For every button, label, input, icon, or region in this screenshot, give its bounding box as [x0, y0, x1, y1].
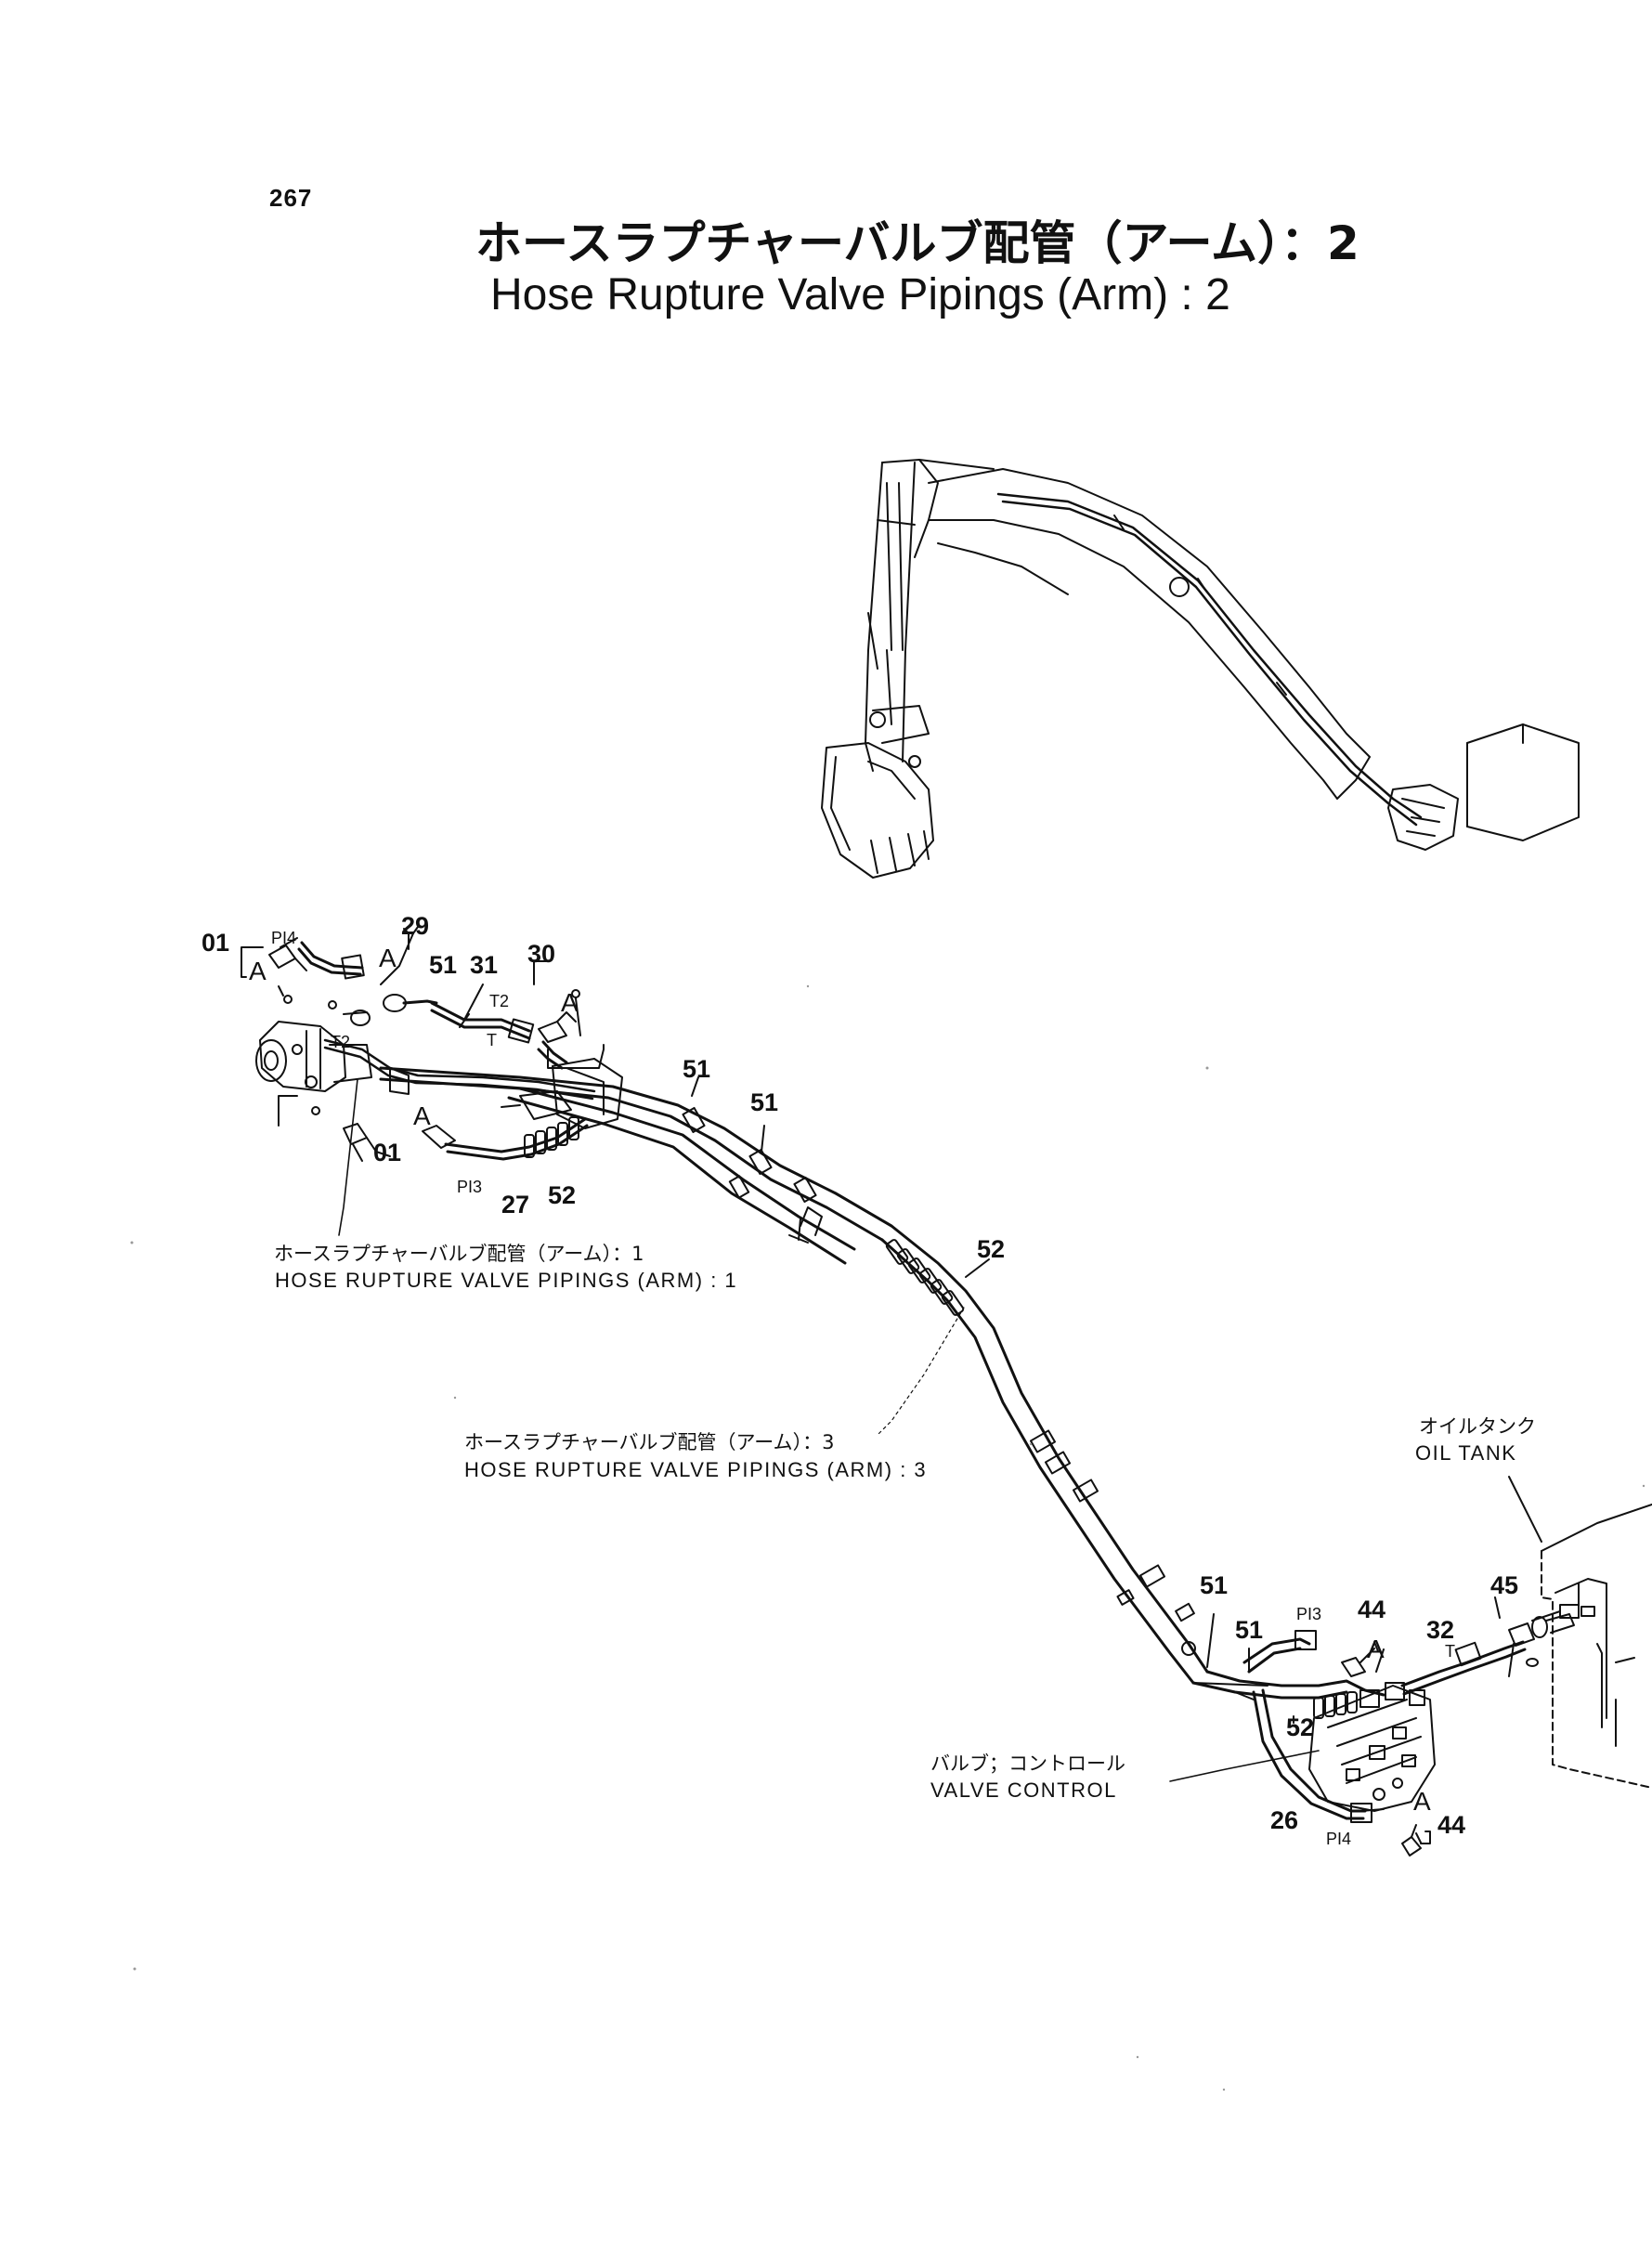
port-label-t: T	[1445, 1642, 1455, 1661]
port-label-pi3: PI3	[457, 1178, 483, 1196]
detail-mark-a: A	[413, 1101, 431, 1130]
detail-mark-a: A	[561, 988, 579, 1017]
callout-31: 31	[470, 951, 499, 979]
callout-44-bottom: 44	[1437, 1811, 1466, 1839]
callout-52-b: 52	[977, 1235, 1006, 1263]
port-label-pi4: PI4	[271, 929, 297, 947]
callout-29: 29	[401, 912, 430, 940]
callout-52-a: 52	[548, 1181, 577, 1209]
reference-pipings-3-en: HOSE RUPTURE VALVE PIPINGS (ARM) : 3	[464, 1458, 928, 1481]
callout-01-bottom: 01	[373, 1139, 402, 1166]
callout-44-top: 44	[1358, 1596, 1386, 1623]
callout-51-b: 51	[683, 1055, 711, 1083]
callout-27: 27	[501, 1191, 530, 1218]
callout-51-c: 51	[750, 1088, 779, 1116]
callout-51-a: 51	[429, 951, 458, 979]
callout-45: 45	[1490, 1571, 1519, 1599]
fitting-01-top	[268, 937, 307, 971]
callout-51-d: 51	[1200, 1571, 1229, 1599]
detail-mark-a: A	[1413, 1787, 1431, 1816]
port-label-pi3: PI3	[1296, 1605, 1322, 1623]
oil-tank-label-en: OIL TANK	[1415, 1441, 1517, 1465]
page-title-en: Hose Rupture Valve Pipings (Arm) : 2	[490, 270, 1230, 319]
port-label-t: T	[487, 1031, 497, 1049]
detail-mark-a: A	[249, 957, 267, 985]
control-valve	[1191, 1596, 1575, 1857]
hose-29	[297, 941, 365, 980]
reference-pipings-3-jp: ホースラプチャーバルブ配管（アーム）：3	[464, 1431, 835, 1453]
page-number: 267	[269, 184, 313, 212]
hose-rupture-valve	[255, 1021, 372, 1092]
valve-control-label-en: VALVE CONTROL	[930, 1778, 1117, 1802]
callout-26: 26	[1270, 1806, 1299, 1834]
reference-pipings-1-jp: ホースラプチャーバルブ配管（アーム）：1	[274, 1243, 644, 1265]
oil-tank-label-jp: オイルタンク	[1419, 1415, 1536, 1438]
callout-30: 30	[527, 940, 556, 968]
valve-control-label-jp: バルブ；コントロール	[930, 1752, 1125, 1775]
callout-01-top: 01	[202, 929, 230, 957]
hose-long-run	[834, 1192, 1209, 1685]
port-label-t2: T2	[331, 1033, 351, 1051]
detail-mark-a: A	[1367, 1635, 1385, 1663]
hose-bundle-upper	[379, 1066, 893, 1265]
reference-pipings-1-en: HOSE RUPTURE VALVE PIPINGS (ARM) : 1	[275, 1269, 738, 1292]
port-label-pi4: PI4	[1326, 1830, 1352, 1848]
oil-tank	[1508, 1476, 1652, 1789]
callout-51-e: 51	[1235, 1616, 1264, 1644]
protector-52-left	[524, 1116, 579, 1158]
detail-mark-a: A	[379, 944, 397, 972]
page-title-jp: ホースラプチャーバルブ配管（アーム）：2	[475, 216, 1359, 270]
callout-32: 32	[1426, 1616, 1455, 1644]
excavator-overview	[821, 459, 1580, 879]
port-label-t2: T2	[489, 992, 510, 1010]
callout-52-c: 52	[1286, 1713, 1315, 1741]
